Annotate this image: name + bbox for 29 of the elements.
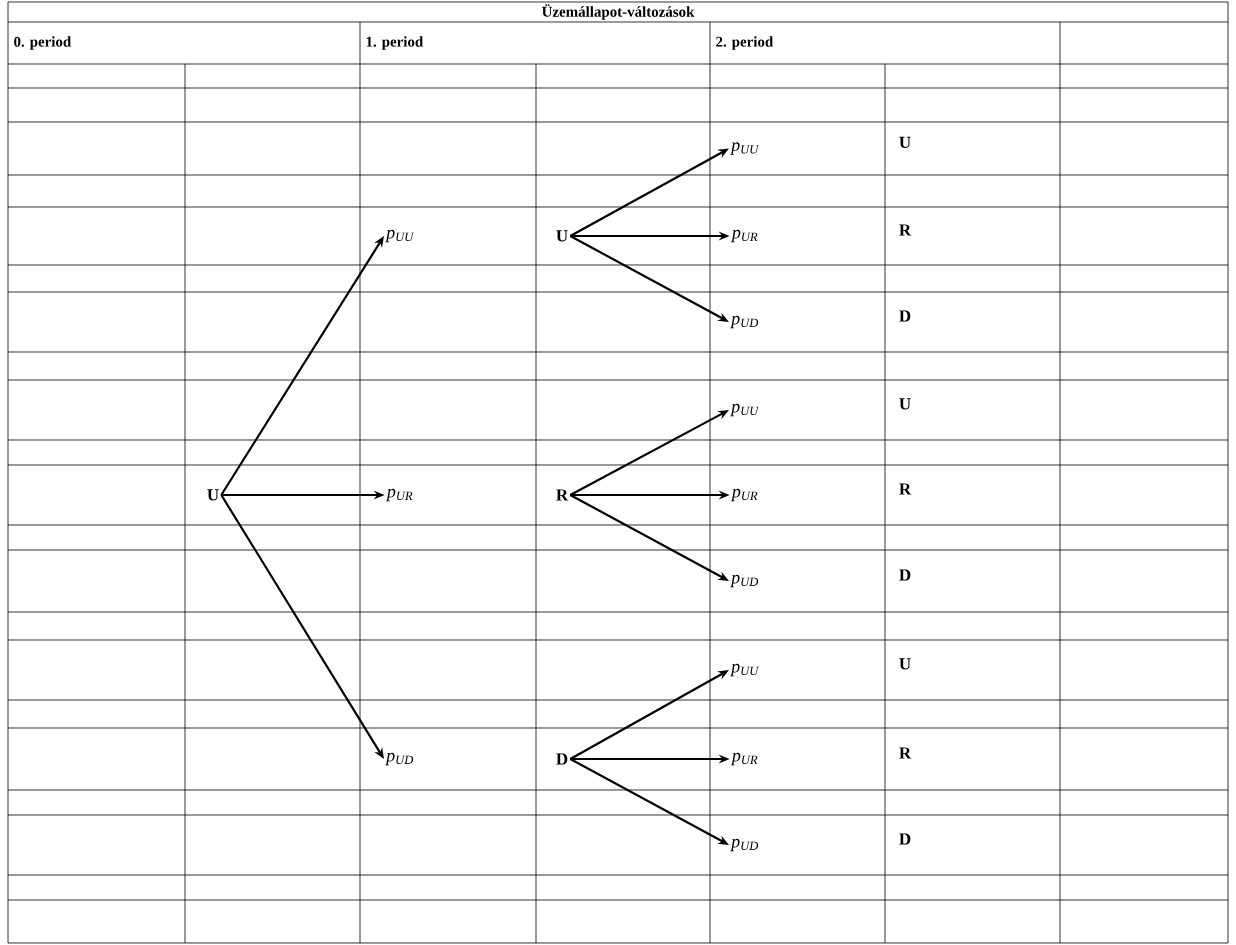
state-label: R [899, 747, 912, 759]
state-label: U [556, 230, 568, 242]
probability-label: p$_{UR}$ [385, 488, 413, 502]
state-label: U [899, 136, 911, 149]
probability-label: p$_{UR}$ [730, 229, 758, 243]
probability-label: p$_{UU}$ [730, 663, 759, 677]
probability-label: p$_{UU}$ [730, 142, 759, 155]
probability-label: p$_{UD}$ [730, 315, 759, 329]
probability-label: p$_{UD}$ [730, 574, 759, 588]
probability-label: p$_{UD}$ [385, 752, 414, 766]
column-header: 1. period [366, 36, 424, 50]
probability-label: p$_{UR}$ [730, 488, 758, 502]
state-label: R [556, 489, 569, 501]
state-label: D [899, 569, 911, 581]
state-label: D [556, 753, 568, 765]
table-title: Üzemállapot-változások [542, 4, 695, 20]
state-label: U [207, 489, 219, 501]
probability-label: p$_{UU}$ [730, 403, 759, 417]
state-label: U [899, 658, 911, 670]
probability-label: p$_{UU}$ [385, 229, 414, 243]
probability-label: p$_{UR}$ [730, 752, 758, 766]
state-label: U [899, 398, 911, 410]
state-label: D [899, 833, 911, 845]
column-header: 0. period [14, 36, 72, 50]
state-label: D [899, 310, 911, 322]
probability-label: p$_{UD}$ [730, 838, 759, 852]
state-label: R [899, 224, 912, 236]
state-label: R [899, 483, 912, 495]
column-header: 2. period [716, 36, 774, 50]
